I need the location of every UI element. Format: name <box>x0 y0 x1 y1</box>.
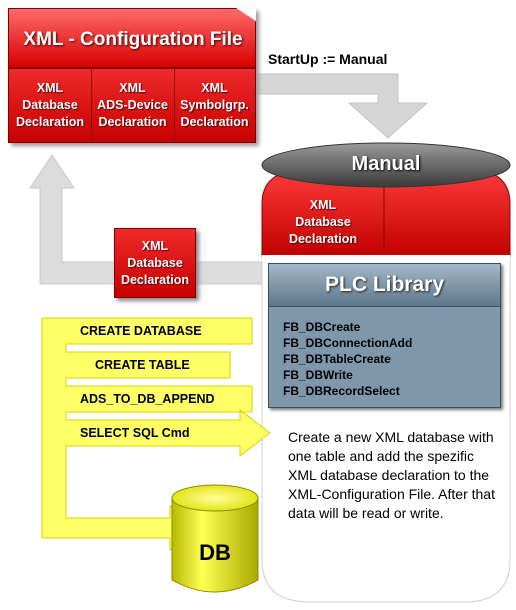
db-label: DB <box>199 540 231 565</box>
declaration-database: XML Database Declaration <box>9 69 92 142</box>
config-file-title: XML - Configuration File <box>23 29 243 50</box>
startup-label: StartUp := Manual <box>268 51 388 67</box>
description-text: Create a new XML database with one table… <box>288 429 495 521</box>
db-cylinder <box>171 484 259 593</box>
library-item: FB_DBConnectionAdd <box>283 336 413 350</box>
startup-arrow <box>257 73 429 139</box>
step-create-table: CREATE TABLE <box>95 358 190 372</box>
library-item: FB_DBTableCreate <box>283 352 391 366</box>
step-ads-to-db-append: ADS_TO_DB_APPEND <box>80 392 215 406</box>
manual-ellipse <box>261 142 511 188</box>
config-declarations: XML Database Declaration XML ADS-Device … <box>8 68 256 143</box>
declaration-symbolgroup: XML Symbolgrp. Declaration <box>180 81 249 129</box>
config-file-box: XML - Configuration File XML Database De… <box>8 8 256 143</box>
plc-library-items: FB_DBCreate FB_DBConnectionAdd FB_DBTabl… <box>283 319 412 399</box>
return-declaration-box: XML Database Declaration <box>114 228 196 298</box>
plc-library-title: PLC Library <box>269 264 500 307</box>
declaration-ads-device: XML ADS-Device Declaration <box>91 69 175 142</box>
library-item: FB_DBWrite <box>283 368 353 382</box>
step-select-sql-cmd: SELECT SQL Cmd <box>80 426 190 440</box>
return-declaration: XML Database Declaration <box>120 238 190 287</box>
config-file-header: XML - Configuration File <box>8 8 256 68</box>
plc-library: PLC Library FB_DBCreate FB_DBConnectionA… <box>268 263 501 408</box>
step-create-database: CREATE DATABASE <box>80 324 202 338</box>
manual-declaration: XML Database Declaration <box>288 197 358 246</box>
library-item: FB_DBRecordSelect <box>283 384 400 398</box>
manual-title: Manual <box>351 153 421 175</box>
library-item: FB_DBCreate <box>283 320 361 334</box>
